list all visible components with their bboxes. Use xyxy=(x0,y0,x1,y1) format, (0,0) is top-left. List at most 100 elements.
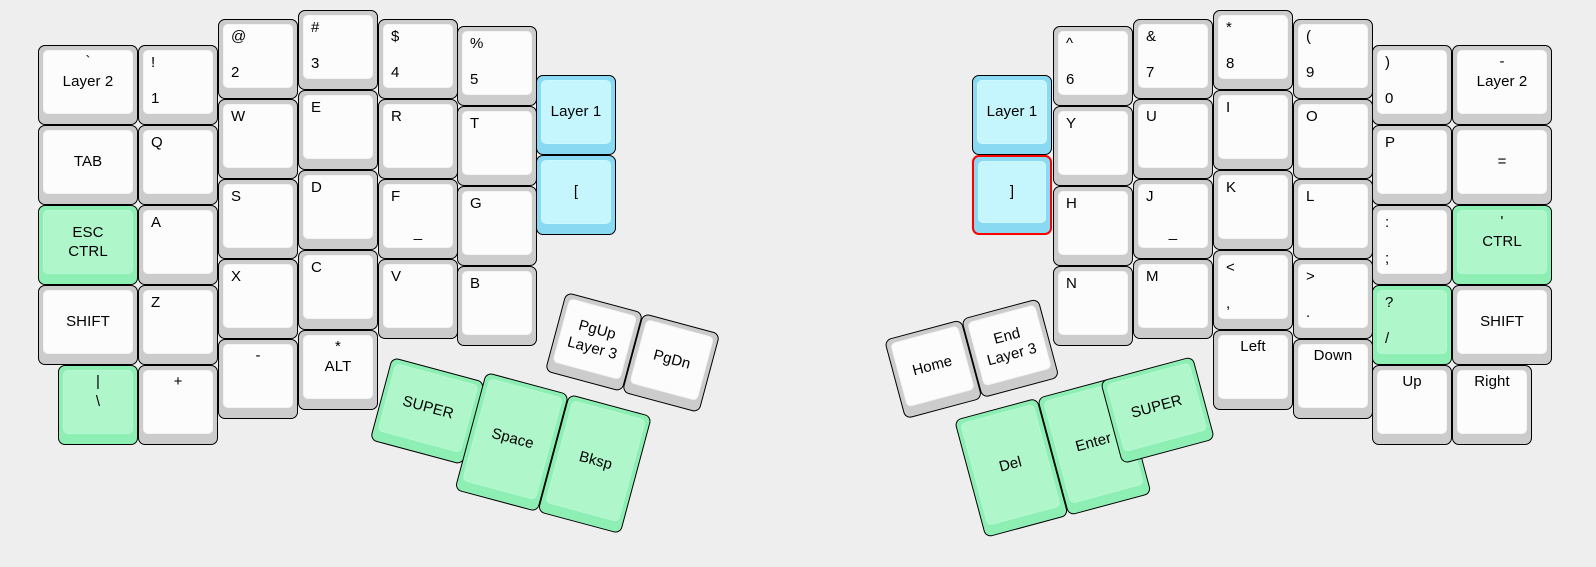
key-4[interactable]: $4 xyxy=(378,19,458,99)
keycap-surface: D xyxy=(303,175,373,239)
key-legend-tc: | xyxy=(96,373,100,390)
key-2[interactable]: @2 xyxy=(218,19,298,99)
key-tab[interactable]: TAB xyxy=(38,125,138,205)
key-minus-layer2[interactable]: -Layer 2 xyxy=(1452,45,1552,125)
key-grave-layer2[interactable]: `Layer 2 xyxy=(38,45,138,125)
key-legend-cc: ALT xyxy=(324,358,352,375)
key-l[interactable]: L xyxy=(1293,179,1373,259)
keycap-surface: O xyxy=(1298,104,1368,168)
key-legend-cc: SUPER xyxy=(400,392,456,423)
keycap-surface: Left xyxy=(1218,335,1288,399)
key-9[interactable]: (9 xyxy=(1293,19,1373,99)
key-layer1-left[interactable]: Layer 1 xyxy=(536,75,616,155)
key-d[interactable]: D xyxy=(298,170,378,250)
key-f[interactable]: F_ xyxy=(378,179,458,259)
key-1[interactable]: !1 xyxy=(138,45,218,125)
key-plus[interactable]: + xyxy=(138,365,218,445)
key-0[interactable]: )0 xyxy=(1372,45,1452,125)
key-j[interactable]: J_ xyxy=(1133,179,1213,259)
keycap-surface: K xyxy=(1218,175,1288,239)
key-period[interactable]: >. xyxy=(1293,259,1373,339)
key-legend-tl: $ xyxy=(391,28,400,45)
key-p[interactable]: P xyxy=(1372,125,1452,205)
key-down[interactable]: Down xyxy=(1293,339,1373,419)
key-t[interactable]: T xyxy=(457,106,537,186)
key-layer1-right[interactable]: Layer 1 xyxy=(972,75,1052,155)
key-esc-ctrl[interactable]: ESC CTRL xyxy=(38,205,138,285)
key-minus[interactable]: - xyxy=(218,339,298,419)
key-legend-tc: Down xyxy=(1313,347,1353,364)
keycap-surface: ?/ xyxy=(1377,290,1447,354)
key-i[interactable]: I xyxy=(1213,90,1293,170)
key-up[interactable]: Up xyxy=(1372,365,1452,445)
key-shift-left[interactable]: SHIFT xyxy=(38,285,138,365)
key-bracket-left[interactable]: [ xyxy=(536,155,616,235)
key-k[interactable]: K xyxy=(1213,170,1293,250)
key-legend-tl: U xyxy=(1146,108,1157,125)
key-quote-ctrl[interactable]: 'CTRL xyxy=(1452,205,1552,285)
key-legend-tl: ! xyxy=(151,54,156,71)
key-s[interactable]: S xyxy=(218,179,298,259)
key-legend-tl: X xyxy=(231,268,242,285)
keycap-surface: + xyxy=(143,370,213,434)
key-r[interactable]: R xyxy=(378,99,458,179)
key-a[interactable]: A xyxy=(138,205,218,285)
key-alt[interactable]: *ALT xyxy=(298,330,378,410)
key-legend-bl: 7 xyxy=(1146,64,1155,81)
key-e[interactable]: E xyxy=(298,90,378,170)
key-slash[interactable]: ?/ xyxy=(1372,285,1452,365)
key-q[interactable]: Q xyxy=(138,125,218,205)
keycap-surface: Down xyxy=(1298,344,1368,408)
key-legend-tl: H xyxy=(1066,195,1077,212)
key-7[interactable]: &7 xyxy=(1133,19,1213,99)
key-legend-tl: Y xyxy=(1066,115,1077,132)
key-bracket-right[interactable]: ] xyxy=(972,155,1052,235)
keycap-surface: Up xyxy=(1377,370,1447,434)
key-v[interactable]: V xyxy=(378,259,458,339)
key-legend-tc: - xyxy=(1499,53,1505,70)
keycap-surface: >. xyxy=(1298,264,1368,328)
key-z[interactable]: Z xyxy=(138,285,218,365)
key-b[interactable]: B xyxy=(457,266,537,346)
keycap-surface: Y xyxy=(1058,111,1128,175)
key-shift-right[interactable]: SHIFT xyxy=(1452,285,1552,365)
keycap-surface: SUPER xyxy=(1106,362,1208,453)
key-legend-tl: J xyxy=(1146,188,1154,205)
key-legend-tl: K xyxy=(1226,179,1237,196)
key-right[interactable]: Right xyxy=(1452,365,1532,445)
keycap-surface: !1 xyxy=(143,50,213,114)
key-c[interactable]: C xyxy=(298,250,378,330)
key-n[interactable]: N xyxy=(1053,266,1133,346)
key-legend-bl: 8 xyxy=(1226,55,1235,72)
keycap-surface: 'CTRL xyxy=(1457,210,1547,274)
key-x[interactable]: X xyxy=(218,259,298,339)
key-u[interactable]: U xyxy=(1133,99,1213,179)
key-legend-bl: . xyxy=(1306,304,1311,321)
key-semicolon[interactable]: :; xyxy=(1372,205,1452,285)
keycap-surface: M xyxy=(1138,264,1208,328)
key-5[interactable]: %5 xyxy=(457,26,537,106)
key-equal[interactable]: = xyxy=(1452,125,1552,205)
key-8[interactable]: *8 xyxy=(1213,10,1293,90)
key-w[interactable]: W xyxy=(218,99,298,179)
keycap-surface: S xyxy=(223,184,293,248)
key-m[interactable]: M xyxy=(1133,259,1213,339)
key-6[interactable]: ^6 xyxy=(1053,26,1133,106)
key-g[interactable]: G xyxy=(457,186,537,266)
key-super-right[interactable]: SUPER xyxy=(1100,356,1215,465)
key-legend-cc: Bksp xyxy=(577,448,615,474)
key-legend-tl: O xyxy=(1306,108,1318,125)
key-3[interactable]: #3 xyxy=(298,10,378,90)
key-y[interactable]: Y xyxy=(1053,106,1133,186)
key-comma[interactable]: <, xyxy=(1213,250,1293,330)
keycap-surface: C xyxy=(303,255,373,319)
key-legend-bl: 2 xyxy=(231,64,240,81)
keycap-surface: Z xyxy=(143,290,213,354)
key-h[interactable]: H xyxy=(1053,186,1133,266)
key-o[interactable]: O xyxy=(1293,99,1373,179)
key-pipe-backslash[interactable]: |\ xyxy=(58,365,138,445)
key-left[interactable]: Left xyxy=(1213,330,1293,410)
key-legend-bl: 0 xyxy=(1385,90,1394,107)
keycap-surface: Home xyxy=(890,325,975,408)
